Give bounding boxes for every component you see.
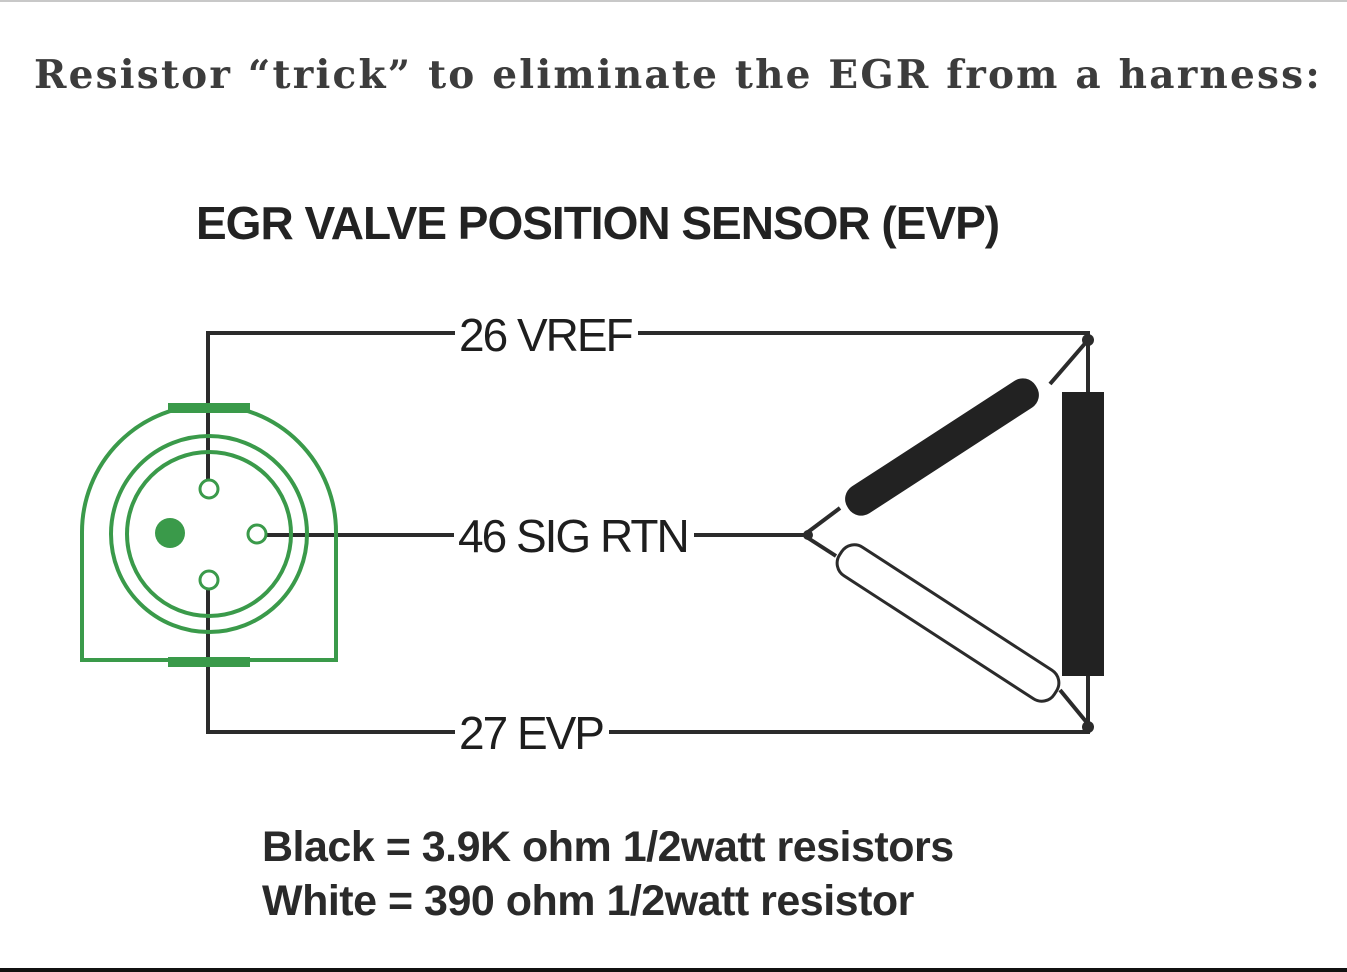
junction-evp <box>1082 721 1094 733</box>
connector-icon <box>80 403 338 667</box>
wire-vref <box>206 331 1090 484</box>
pin-vref <box>198 478 220 500</box>
black-resistor-icon <box>845 378 1039 516</box>
lead-rtn-to-white <box>806 536 838 558</box>
legend-white-resistor: White = 390 ohm 1/2watt resistor <box>262 877 914 925</box>
diagram-title: EGR VALVE POSITION SENSOR (EVP) <box>196 197 1000 249</box>
pin-sig-rtn <box>246 523 268 545</box>
junction-vref <box>1082 334 1094 346</box>
connector-inner-ring <box>125 450 293 618</box>
wire-label-sig-rtn: 46 SIG RTN <box>454 513 694 559</box>
lead-vref-to-black <box>1048 338 1090 386</box>
connector-outer-ring <box>109 434 309 634</box>
connector-key-pin <box>155 518 185 548</box>
top-border <box>0 0 1347 2</box>
white-resistor-icon <box>835 543 1061 703</box>
wire-label-vref: 26 VREF <box>455 312 638 358</box>
resistor-network <box>803 334 1104 733</box>
lead-white-to-evp <box>1058 688 1090 726</box>
legend-black-resistor: Black = 3.9K ohm 1/2watt resistors <box>262 823 954 871</box>
wire-label-evp: 27 EVP <box>455 710 609 756</box>
bottom-border <box>0 968 1347 972</box>
junction-sig-rtn <box>803 530 813 540</box>
page-heading: Resistor “trick” to eliminate the EGR fr… <box>34 52 1322 98</box>
black-resistor-icon-vertical <box>1062 392 1104 676</box>
pin-evp <box>198 569 220 591</box>
lead-black-to-rtn <box>806 506 842 534</box>
